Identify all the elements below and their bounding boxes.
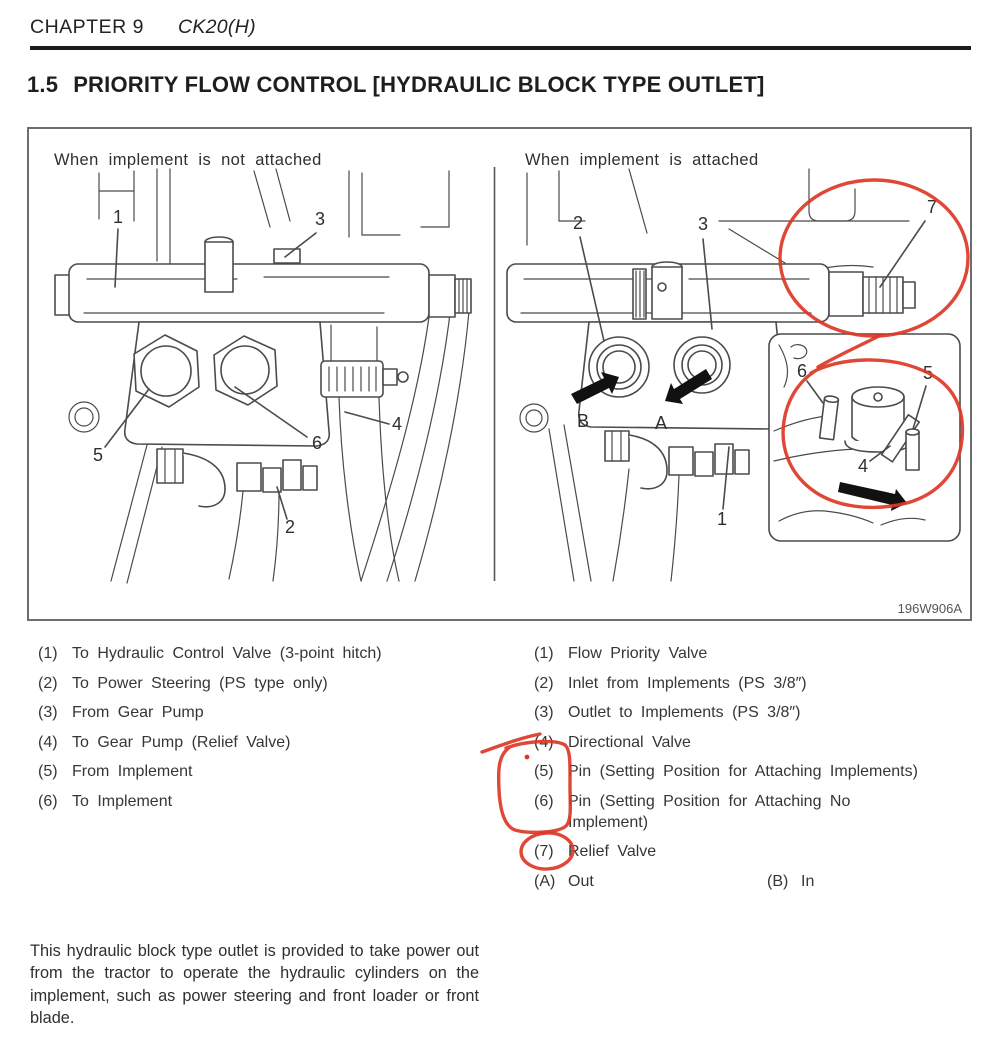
legend-item: (5) Pin (Setting Position for Attaching I… xyxy=(534,761,971,782)
legend-item-number: (5) xyxy=(534,763,554,780)
legend-item-number: (B) xyxy=(767,872,789,890)
legend-item-number: (6) xyxy=(38,792,58,810)
legend-item: (7) Relief Valve xyxy=(534,841,971,862)
left-valve-body xyxy=(54,236,472,323)
left-panel-background xyxy=(68,168,470,584)
legend-item: (5) From Implement xyxy=(38,761,382,782)
legend-item-text: Inlet from Implements (PS 3/8″) xyxy=(568,674,807,692)
legend-item: (4) Directional Valve xyxy=(534,732,971,753)
red-loop-inset xyxy=(781,358,965,510)
right-callouts: 2 3 7 1 xyxy=(573,197,937,529)
port-label-a: A xyxy=(655,413,667,433)
page-header: CHAPTER 9 CK20(H) xyxy=(30,16,256,39)
red-ellipse-relief-valve xyxy=(778,178,970,338)
figure-illustration: When implement is not attached xyxy=(54,151,970,616)
legend-item: (2) To Power Steering (PS type only) xyxy=(38,673,382,694)
section-title-text: PRIORITY FLOW CONTROL [HYDRAULIC BLOCK T… xyxy=(73,72,765,97)
header-rule xyxy=(30,46,971,50)
legend-item-text: Relief Valve xyxy=(568,843,657,860)
right-callout-1: 1 xyxy=(717,509,727,529)
left-callouts: 1 3 4 5 6 2 xyxy=(93,207,402,537)
legend-item-number: (A) xyxy=(534,872,556,890)
legend-item: (1) Flow Priority Valve xyxy=(534,643,971,664)
left-fittings xyxy=(156,448,318,582)
legend-item: (3) Outlet to Implements (PS 3/8″) xyxy=(534,702,971,723)
legend-item-text: Pin (Setting Position for Attaching Impl… xyxy=(568,763,918,780)
legend-item: (6) Pin (Setting Position for Attaching N… xyxy=(534,791,971,833)
left-callout-4: 4 xyxy=(392,414,402,434)
legend-item-text: Outlet to Implements (PS 3/8″) xyxy=(568,704,801,721)
inset-arrow-icon xyxy=(838,482,907,511)
figure-code: 196W906A xyxy=(898,601,963,616)
legend-item-text: In xyxy=(801,872,815,890)
legend-ab-b: (B) In xyxy=(767,871,814,892)
left-callout-6: 6 xyxy=(312,433,322,453)
red-tail-legend xyxy=(480,732,542,754)
legend-item-number: (6) xyxy=(534,792,554,810)
left-port-block xyxy=(123,321,331,447)
legend-item-text: To Implement xyxy=(72,792,173,810)
right-panel: When implement is attached xyxy=(506,151,970,582)
right-callout-3: 3 xyxy=(698,214,708,234)
left-callout-3: 3 xyxy=(315,209,325,229)
legend-item: (4) To Gear Pump (Relief Valve) xyxy=(38,732,382,753)
legend-item-number: (1) xyxy=(38,645,58,662)
legend-item-number: (3) xyxy=(534,704,554,721)
flow-arrows: B A xyxy=(571,369,712,433)
red-dot xyxy=(524,754,530,760)
legend-item: (2) Inlet from Implements (PS 3/8″) xyxy=(534,673,971,694)
legend-item-text: Pin (Setting Position for Attaching No I… xyxy=(568,792,851,831)
left-panel-caption: When implement is not attached xyxy=(54,151,322,169)
legend-item-number: (4) xyxy=(38,733,58,751)
inset-callout-6: 6 xyxy=(797,361,807,381)
right-top-pins xyxy=(632,261,683,320)
arrow-a-icon xyxy=(665,369,712,404)
section-number: 1.5 xyxy=(27,72,59,97)
right-panel-caption: When implement is attached xyxy=(525,151,759,169)
right-fittings xyxy=(604,430,750,582)
legend-item-text: To Power Steering (PS type only) xyxy=(72,674,328,692)
legend-item-text: To Gear Pump (Relief Valve) xyxy=(72,733,291,751)
legend-item-text: Out xyxy=(568,872,594,890)
right-callout-2: 2 xyxy=(573,213,583,233)
legend-item: (3) From Gear Pump xyxy=(38,702,382,723)
red-annotations xyxy=(778,178,970,510)
left-callout-1: 1 xyxy=(113,207,123,227)
body-paragraph: This hydraulic block type outlet is prov… xyxy=(30,942,479,1027)
inset-pin-6 xyxy=(818,395,840,441)
right-callout-7: 7 xyxy=(927,197,937,217)
legend-item-number: (2) xyxy=(534,674,554,692)
left-callout-5: 5 xyxy=(93,445,103,465)
legend-item: (6) To Implement xyxy=(38,791,382,812)
legend-item-number: (5) xyxy=(38,763,58,780)
legend-item-number: (2) xyxy=(38,674,58,692)
port-label-b: B xyxy=(577,411,589,431)
inset-box: 6 5 4 xyxy=(768,333,961,542)
left-hose-clamp xyxy=(320,324,409,582)
figure-box: When implement is not attached xyxy=(27,127,972,621)
legend-right-column: (1) Flow Priority Valve (2) Inlet from Imp… xyxy=(534,643,971,892)
red-tail-stroke xyxy=(816,334,881,369)
legend-ab-row: (A) Out (B) In xyxy=(534,871,971,892)
legend-item-text: From Implement xyxy=(72,763,193,780)
legend-item-text: To Hydraulic Control Valve (3-point hitc… xyxy=(72,645,382,662)
legend-item-number: (1) xyxy=(534,645,554,662)
legend-item-number: (3) xyxy=(38,704,58,721)
inset-callout-4: 4 xyxy=(858,456,868,476)
legend-item-text: Flow Priority Valve xyxy=(568,645,708,662)
chapter-label: CHAPTER 9 xyxy=(30,16,144,38)
legend-left-column: (1) To Hydraulic Control Valve (3-point h… xyxy=(38,643,382,820)
left-panel: When implement is not attached xyxy=(54,151,472,584)
inset-pin-5 xyxy=(905,428,920,471)
legend-item: (1) To Hydraulic Control Valve (3-point h… xyxy=(38,643,382,664)
left-callout-2: 2 xyxy=(285,517,295,537)
legend-item-text: From Gear Pump xyxy=(72,704,204,721)
section-title: 1.5 PRIORITY FLOW CONTROL [HYDRAULIC BLOC… xyxy=(27,72,765,98)
legend-item-text: Directional Valve xyxy=(568,733,691,751)
arrow-b-icon xyxy=(571,372,619,404)
model-label: CK20(H) xyxy=(177,16,256,38)
legend-item-number: (7) xyxy=(534,843,554,860)
legend-item-number: (4) xyxy=(534,733,554,751)
